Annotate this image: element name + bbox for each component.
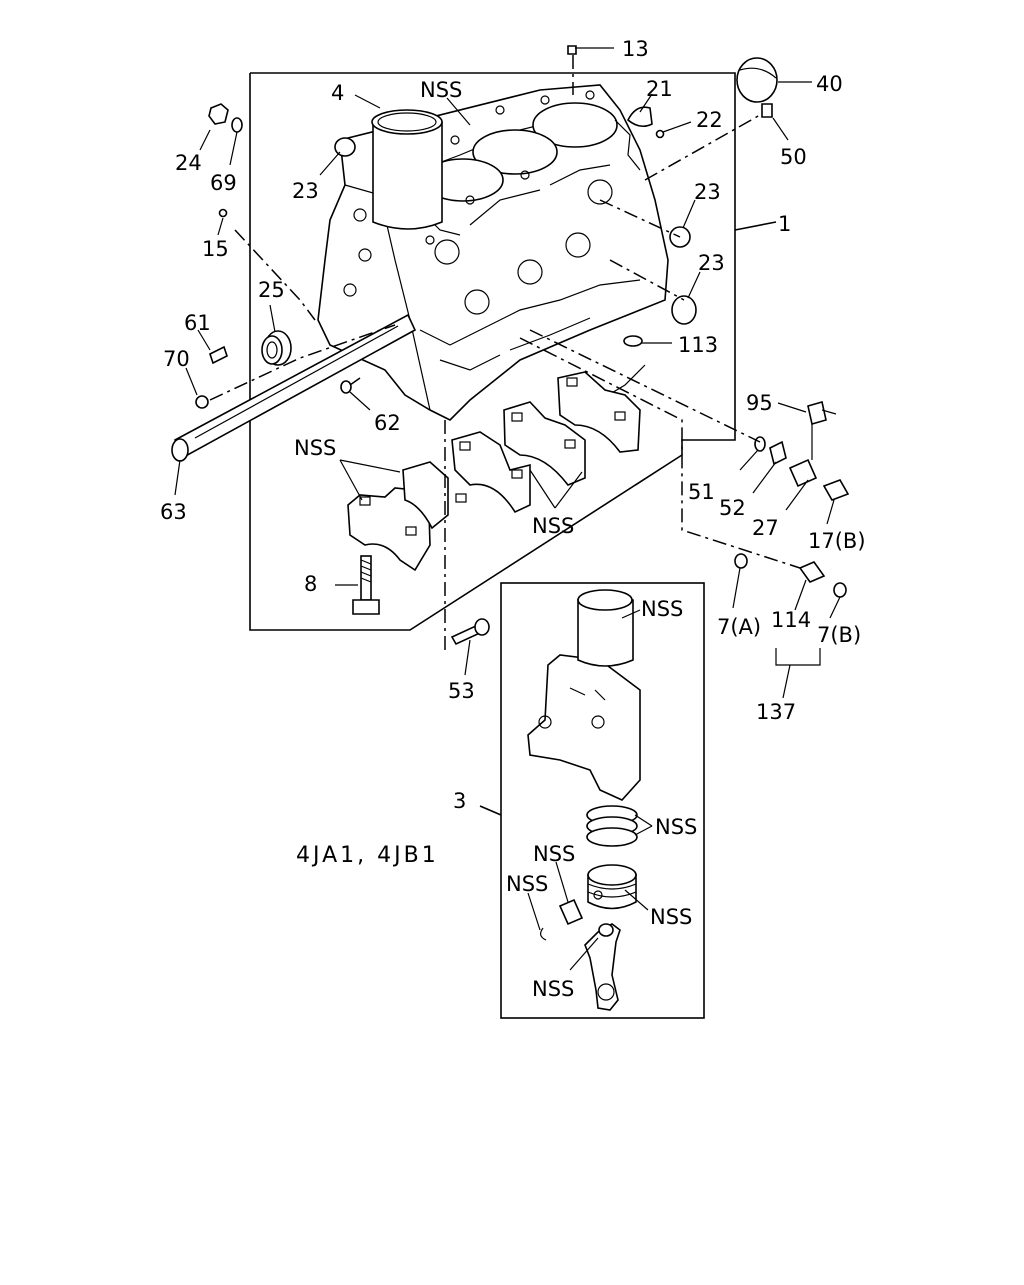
callout-3: 3: [453, 789, 466, 813]
callout-nss-top: NSS: [420, 78, 462, 102]
callout-nss-piston: NSS: [650, 905, 692, 929]
callout-24: 24: [175, 151, 202, 175]
bolt-53: [450, 618, 490, 646]
callout-23c: 23: [698, 251, 725, 275]
callout-63: 63: [160, 500, 187, 524]
callout-labels: 13 40 21 22 50 4 NSS 24 69 23 23 23 1 15…: [160, 37, 866, 1001]
callout-7b: 7(B): [817, 623, 861, 647]
callout-23a: 23: [292, 179, 319, 203]
leader-3: [479, 805, 502, 816]
seal-25: [261, 330, 292, 366]
callout-69: 69: [210, 171, 237, 195]
cap-bolt: [352, 555, 380, 615]
callout-40: 40: [816, 72, 843, 96]
cylinder-liner: [371, 109, 443, 230]
callout-nss-pin: NSS: [533, 842, 575, 866]
callout-4: 4: [331, 81, 344, 105]
cylinder-block: [317, 84, 669, 421]
callout-137: 137: [756, 700, 796, 724]
callout-23b: 23: [694, 180, 721, 204]
oil-gallery-pipe: [171, 313, 417, 462]
leader-1: [734, 221, 777, 231]
model-caption: 4JA1, 4JB1: [296, 843, 439, 868]
callout-nss-clip: NSS: [506, 872, 548, 896]
alignment-lines: [209, 55, 801, 650]
callout-21: 21: [646, 77, 673, 101]
callout-61: 61: [184, 311, 211, 335]
callout-nss-caps-right: NSS: [532, 514, 574, 538]
callout-7a: 7(A): [717, 615, 761, 639]
callout-51: 51: [688, 480, 715, 504]
callout-15: 15: [202, 237, 229, 261]
callout-95: 95: [746, 391, 773, 415]
callout-nss-liner: NSS: [641, 597, 683, 621]
callout-22: 22: [696, 108, 723, 132]
oil-pressure-fittings: [734, 400, 850, 598]
callout-70: 70: [163, 347, 190, 371]
callout-52: 52: [719, 496, 746, 520]
piston-group-frame: [500, 582, 705, 1019]
expansion-plug-40: [736, 57, 778, 103]
callout-nss-caps-left: NSS: [294, 436, 336, 460]
callout-27: 27: [752, 516, 779, 540]
small-bolts: [195, 45, 773, 409]
piston-group-parts: [527, 589, 641, 1011]
callout-1: 1: [778, 212, 791, 236]
callout-nss-rings: NSS: [655, 815, 697, 839]
main-bearing-caps: [347, 371, 641, 572]
leader-lines: [174, 47, 841, 971]
callout-113: 113: [678, 333, 718, 357]
callout-13: 13: [622, 37, 649, 61]
callout-50: 50: [780, 145, 807, 169]
callout-114: 114: [771, 608, 811, 632]
callout-53: 53: [448, 679, 475, 703]
callout-8: 8: [304, 572, 317, 596]
callout-25: 25: [258, 278, 285, 302]
callout-62: 62: [374, 411, 401, 435]
callout-17b: 17(B): [808, 529, 866, 553]
callout-nss-bush: NSS: [532, 977, 574, 1001]
